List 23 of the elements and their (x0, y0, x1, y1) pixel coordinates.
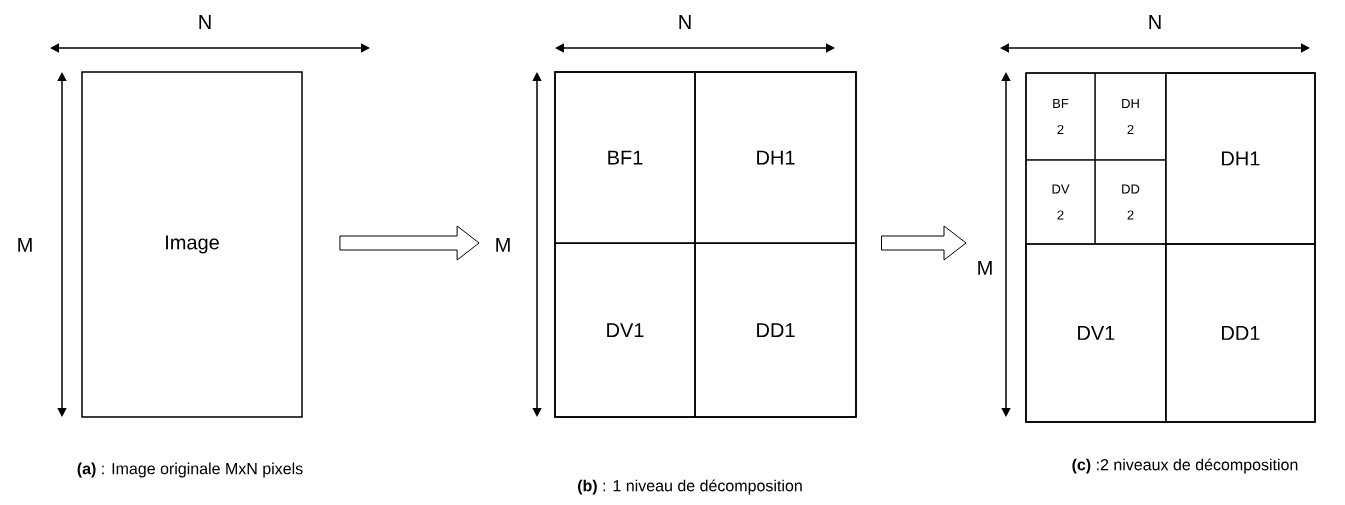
dimension-label: N (1149, 15, 1161, 29)
dimension-label: N (679, 15, 691, 29)
quadrant-cell: BF1 (554, 71, 696, 244)
quadrant-cell: DV 2 (1025, 159, 1096, 245)
quadrant-cell: BF 2 (1025, 72, 1096, 161)
quadrant-cell: DD 2 (1094, 159, 1167, 245)
quadrant-cell: DH 2 (1094, 72, 1167, 161)
quadrant-cell: DD1 (694, 242, 857, 418)
quadrant-cell: DH1 (1165, 72, 1316, 245)
block-arrow (339, 225, 480, 261)
quadrant-cell: DH1 (694, 71, 857, 244)
dimension-label: N (199, 15, 211, 29)
caption: (b) : 1 niveau de décomposition (578, 479, 802, 495)
caption: (c) :2 niveaux de décomposition (1072, 458, 1298, 474)
dimension-label: M (496, 238, 510, 252)
image-box: Image (81, 71, 303, 418)
dimension-label: M (18, 238, 32, 252)
dimension-label: M (978, 261, 992, 275)
quadrant-cell: DV1 (554, 242, 696, 418)
quadrant-cell: DD1 (1165, 243, 1316, 423)
quadrant-cell: DV1 (1025, 243, 1167, 423)
caption: (a) : Image originale MxN pixels (77, 462, 303, 478)
block-arrow (881, 225, 967, 261)
